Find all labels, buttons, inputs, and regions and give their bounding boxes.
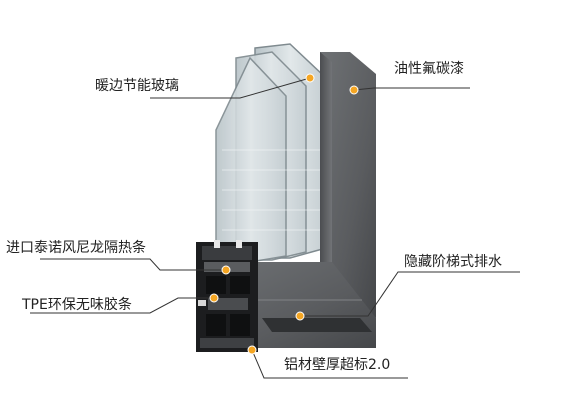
dot-glass xyxy=(305,73,315,83)
leader-strip xyxy=(40,258,226,271)
callout-glass: 暖边节能玻璃 xyxy=(95,78,179,94)
dot-gasket xyxy=(209,293,219,303)
glass-pane-front xyxy=(215,56,287,263)
dot-drain xyxy=(295,311,305,321)
callout-gasket: TPE环保无味胶条 xyxy=(22,297,132,313)
callout-paint: 油性氟碳漆 xyxy=(394,61,464,77)
leader-gasket xyxy=(30,297,214,314)
dot-paint xyxy=(349,85,359,95)
leader-thickness xyxy=(251,349,408,379)
frame-vertical-member xyxy=(320,52,376,318)
callout-drain: 隐藏阶梯式排水 xyxy=(404,254,502,270)
callout-strip: 进口泰诺风尼龙隔热条 xyxy=(6,240,146,256)
frame-vertical-side xyxy=(320,52,332,262)
callout-dots xyxy=(209,73,359,355)
dot-thickness xyxy=(247,345,257,355)
leader-glass xyxy=(150,77,311,99)
leader-paint xyxy=(353,87,470,91)
callout-thickness: 铝材壁厚超标2.0 xyxy=(284,357,391,373)
frame-bottom-groove xyxy=(262,318,372,332)
leader-drain xyxy=(300,271,520,317)
leader-lines xyxy=(30,77,520,379)
dot-strip xyxy=(221,265,231,275)
profile-cross-section xyxy=(196,240,258,352)
